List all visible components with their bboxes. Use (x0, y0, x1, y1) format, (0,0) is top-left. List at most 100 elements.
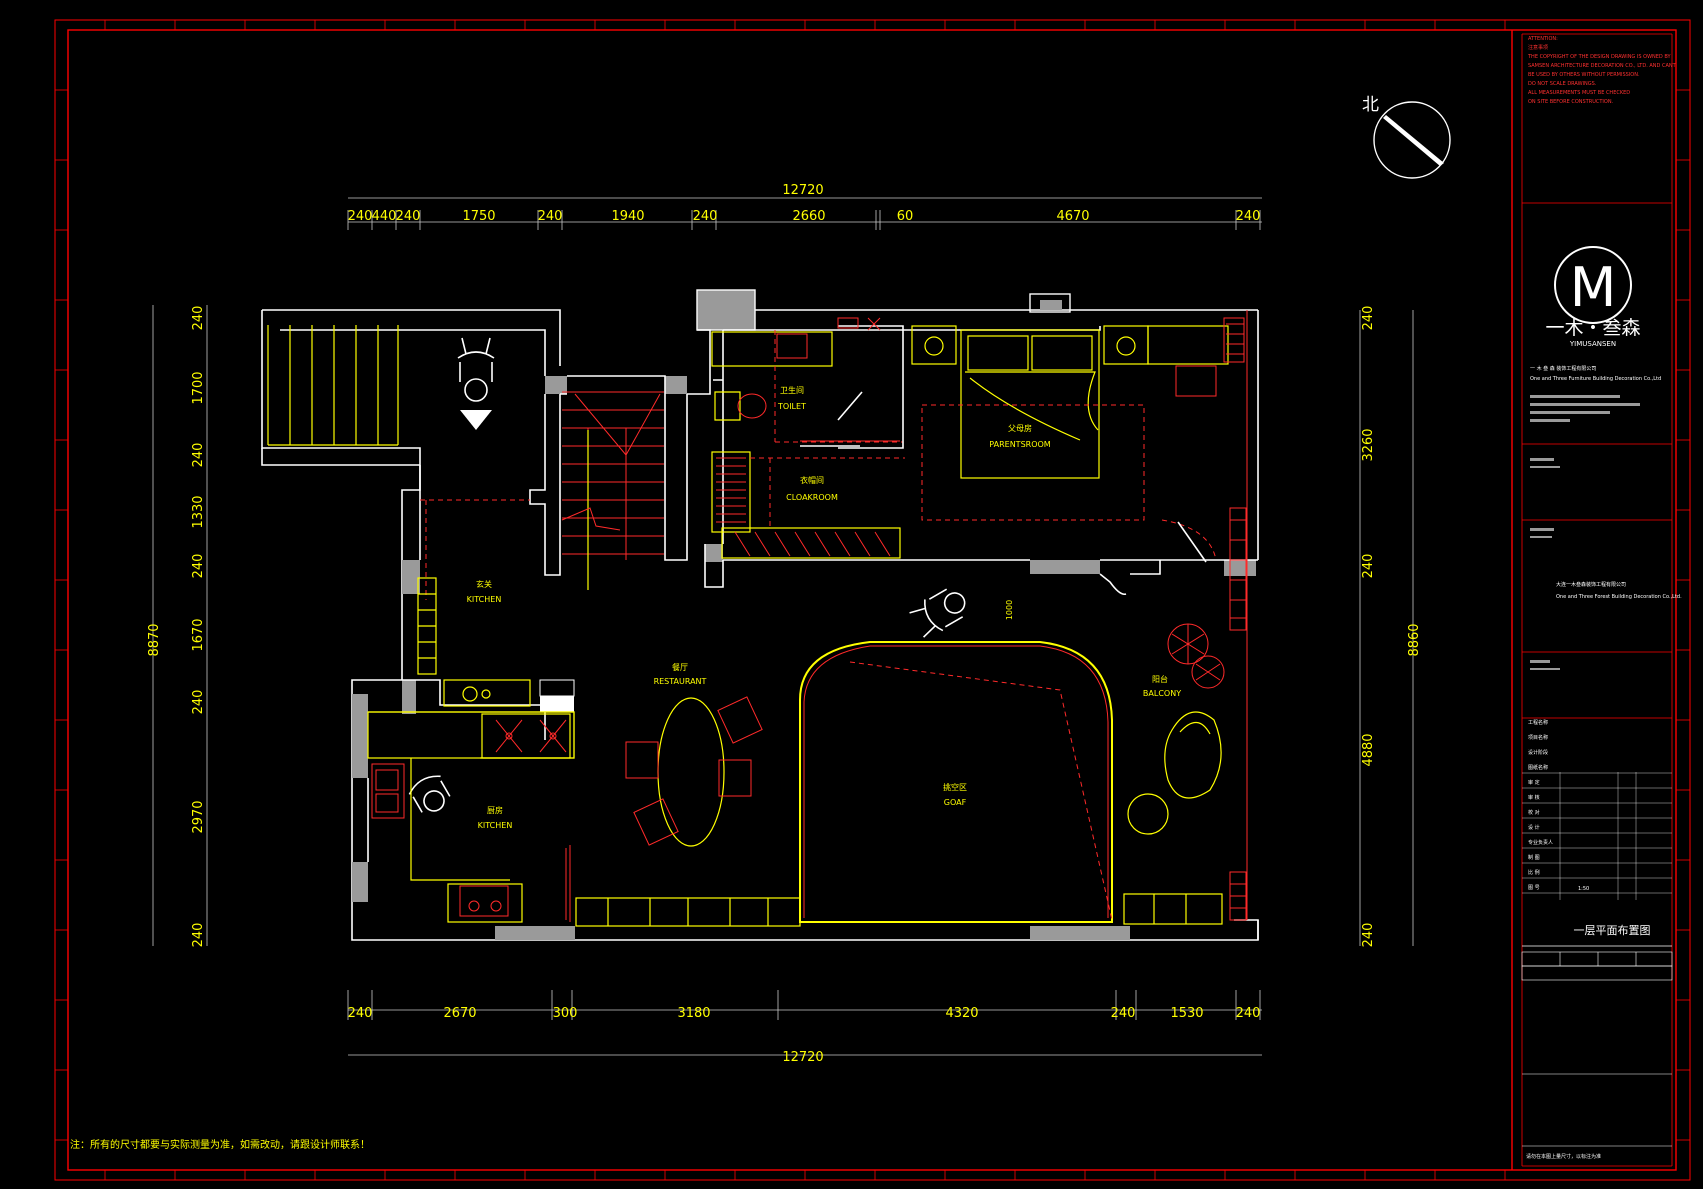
company-line1: 一 木 叁 森 装饰工程有限公司 (1530, 365, 1596, 372)
title-block-row: 专业负责人 (1528, 839, 1553, 846)
label-goaf-en: GOAF (944, 798, 967, 807)
dimension-lines (152, 197, 1414, 1056)
drawing-note: 注：所有的尺寸都要与实际测量为准，如需改动，请跟设计师联系！ (70, 1138, 370, 1151)
sheet-frame (54, 19, 1691, 1181)
attention-line: 注意事项 (1528, 44, 1548, 51)
dim-top-segment: 2660 (792, 209, 825, 224)
dim-left-segments: 240 1700 240 1330 240 1670 240 2970 240 (191, 306, 206, 948)
label-parents-cn: 父母房 (1008, 423, 1032, 433)
dim-top-segment: 1940 (611, 209, 644, 224)
title-block-row: 制 图 (1528, 854, 1540, 861)
dining-table-set (625, 696, 763, 847)
logo-en: YIMUSANSEN (1569, 340, 1616, 348)
dim-left-segment: 240 (191, 554, 206, 579)
balcony-furniture (1127, 507, 1247, 921)
attention-line: THE COPYRIGHT OF THE DESIGN DRAWING IS O… (1527, 54, 1672, 60)
label-cloak-cn: 衣帽间 (800, 475, 824, 485)
dim-top-total: 12720 (782, 183, 823, 198)
frame-ticks (55, 20, 1690, 1180)
dim-bottom-segment: 3180 (677, 1006, 710, 1021)
title-block: ATTENTION: 注意事项 THE COPYRIGHT OF THE DESIG… (1521, 36, 1682, 1160)
title-block-footer: 请勿在本图上量尺寸，以标注为准 (1526, 1153, 1601, 1160)
dim-bottom-segment: 240 (1111, 1006, 1136, 1021)
dim-left-segment: 1700 (191, 371, 206, 404)
kitchen-fixtures (367, 711, 575, 923)
dim-bottom-segment: 240 (348, 1006, 373, 1021)
title-block-row: 图 号 (1528, 885, 1540, 891)
dim-bottom-segment: 300 (553, 1006, 578, 1021)
dim-right-segment: 3260 (1361, 428, 1376, 461)
attention-notes: ATTENTION: 注意事项 THE COPYRIGHT OF THE DESIG… (1527, 36, 1677, 105)
label-cloak-en: CLOAKROOM (786, 493, 838, 502)
dim-top-segment: 4670 (1056, 209, 1089, 224)
title-block-row: 审 核 (1528, 794, 1540, 801)
dim-left-segment: 240 (191, 306, 206, 331)
dim-left-segment: 240 (191, 443, 206, 468)
drawing-title: 一层平面布置图 (1574, 924, 1651, 937)
logo-cn: 一木・叁森 (1545, 317, 1640, 339)
parents-room-furniture (911, 317, 1245, 521)
company-line3: 大连一木叁森装饰工程有限公司 (1556, 581, 1626, 588)
dim-top-segment: 240 (348, 209, 373, 224)
scale-value: 1:50 (1578, 886, 1589, 892)
cloakroom-wardrobe (711, 451, 905, 559)
label-toilet-en: TOILET (777, 402, 806, 411)
toilet-fixtures (711, 317, 904, 449)
label-restaurant-cn: 餐厅 (672, 663, 688, 672)
title-block-row: 比 例 (1528, 869, 1540, 876)
title-block-row: 校 对 (1528, 809, 1540, 816)
logo-letter: M (1570, 256, 1617, 319)
dim-right-total: 8860 (1407, 623, 1422, 656)
label-balcony-cn: 阳台 (1152, 674, 1168, 684)
entry-stair (267, 325, 399, 446)
dim-bottom-segment: 2670 (443, 1006, 476, 1021)
dim-left-segment: 1670 (191, 618, 206, 651)
company-line2: One and Three Furniture Building Decorat… (1530, 376, 1661, 382)
dim-top-segment: 240 (1236, 209, 1261, 224)
title-block-row: 项目名称 (1528, 734, 1548, 741)
title-block-row: 设 计 (1528, 824, 1540, 831)
dim-corridor: 1000 (1005, 600, 1014, 620)
attention-line: ATTENTION: (1528, 36, 1558, 42)
dim-top-segment: 240 (538, 209, 563, 224)
room-labels: 卫生间 TOILET 衣帽间 CLOAKROOM 父母房 PARENTSROOM… (467, 385, 1182, 830)
label-toilet-cn: 卫生间 (780, 385, 804, 395)
title-block-row: 图纸名称 (1528, 764, 1548, 771)
label-restaurant-en: RESTAURANT (654, 677, 707, 686)
attention-line: SAMSEN ARCHITECTURE DECORATION CO., LTD.… (1528, 63, 1677, 69)
dim-top-segment: 240 (396, 209, 421, 224)
label-foyer-en: KITCHEN (467, 595, 502, 604)
foyer-cabinet (417, 499, 575, 712)
dim-left-segment: 1330 (191, 495, 206, 528)
attention-line: BE USED BY OTHERS WITHOUT PERMISSION. (1528, 72, 1640, 78)
label-kitchen-cn: 厨房 (487, 805, 503, 815)
dim-bottom-total: 12720 (782, 1050, 823, 1065)
dim-left-segment: 240 (191, 690, 206, 715)
dim-left-segment: 2970 (191, 800, 206, 833)
title-block-row: 设计阶段 (1528, 749, 1548, 756)
dim-top-segment: 60 (897, 209, 914, 224)
attention-line: ON SITE BEFORE CONSTRUCTION. (1528, 99, 1614, 105)
label-foyer-cn: 玄关 (476, 579, 492, 589)
company-logo: M 一木・叁森 YIMUSANSEN (1545, 246, 1641, 348)
company-line4: One and Three Forest Building Decoration… (1556, 594, 1682, 600)
dim-top-segment: 240 (693, 209, 718, 224)
dim-top-segment: 1750 (462, 209, 495, 224)
attention-line: ALL MEASUREMENTS MUST BE CHECKED (1528, 90, 1630, 96)
dim-top-segment: 440 (372, 209, 397, 224)
interior-stair (561, 391, 664, 590)
dim-left-segment: 240 (191, 923, 206, 948)
dim-right-segment: 240 (1361, 554, 1376, 579)
walls (261, 289, 1259, 941)
dim-right-segment: 240 (1361, 923, 1376, 948)
north-arrow: 北 (1362, 95, 1451, 179)
goaf-void (799, 641, 1113, 923)
dim-left-total: 8870 (147, 623, 162, 656)
label-goaf-cn: 挑空区 (943, 782, 967, 792)
attention-line: DO NOT SCALE DRAWINGS. (1528, 81, 1597, 87)
dim-bottom-segment: 4320 (945, 1006, 978, 1021)
